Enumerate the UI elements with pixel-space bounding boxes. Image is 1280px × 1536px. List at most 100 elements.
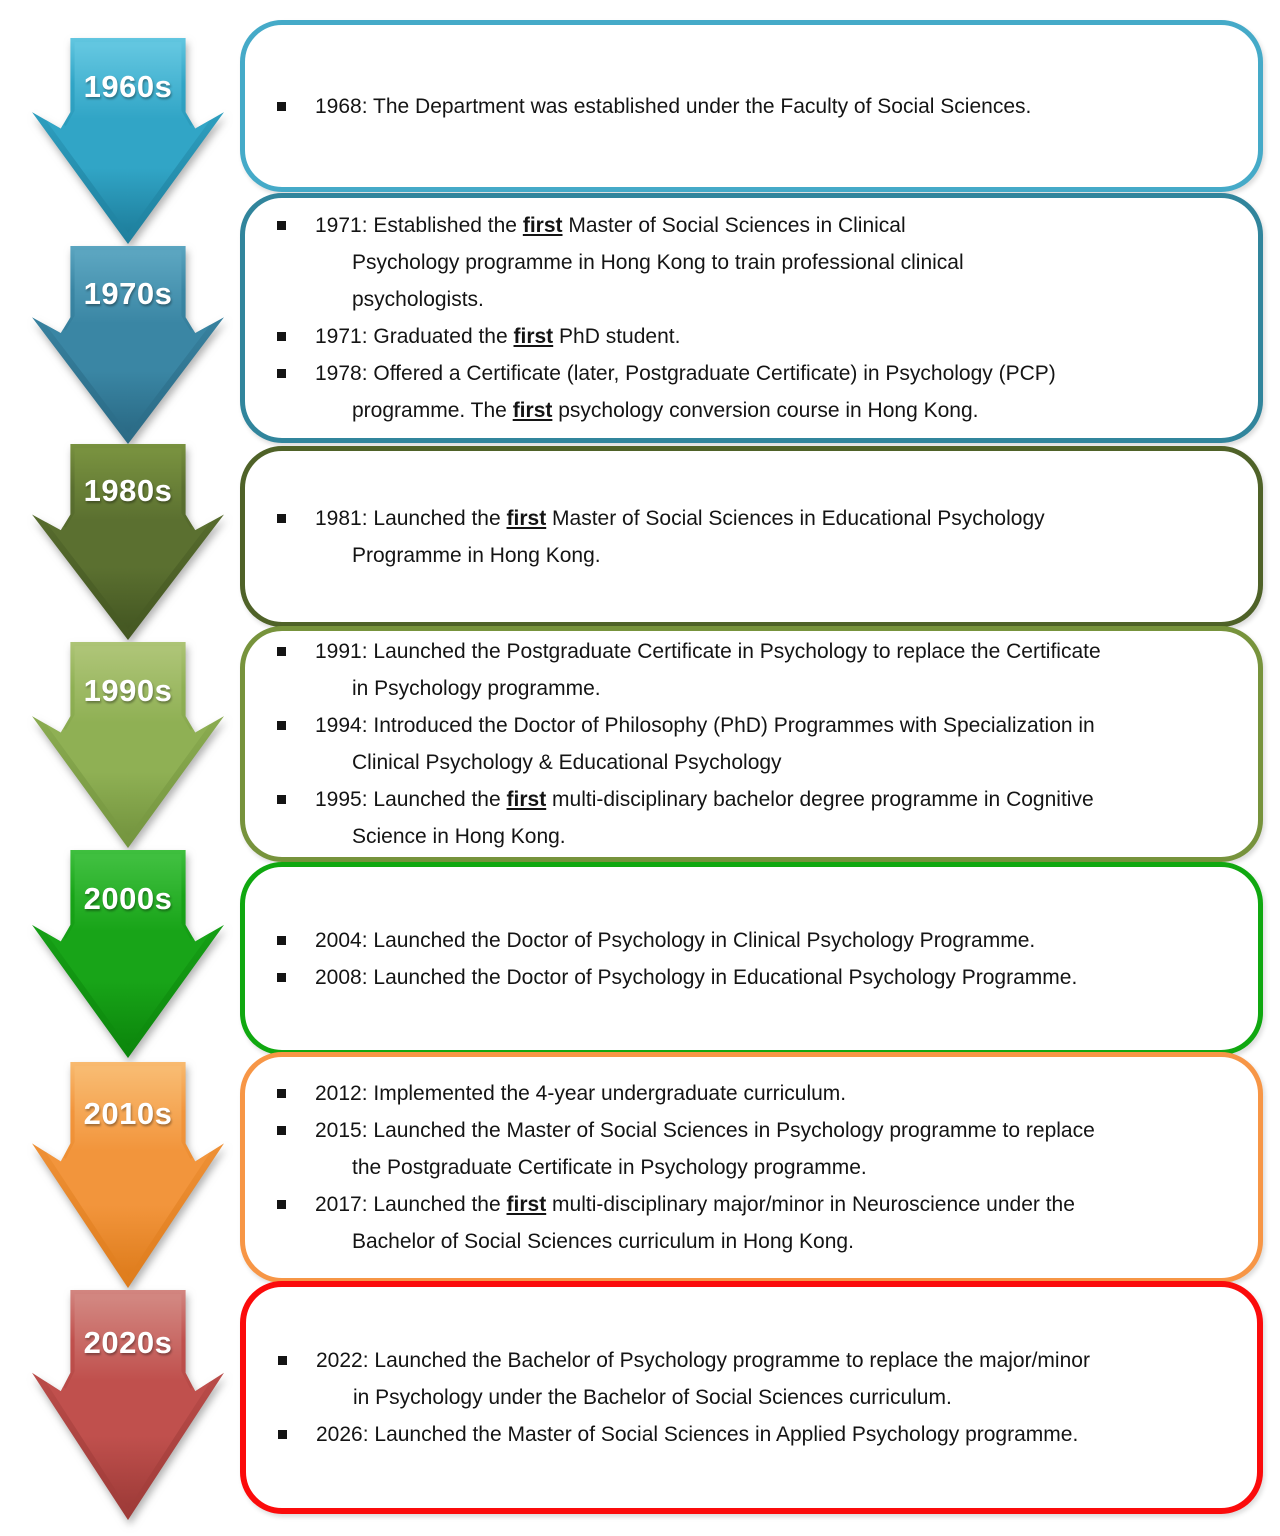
decade-arrow-1960s: 1960s — [32, 38, 224, 244]
entry-line-first: 2004: Launched the Doctor of Psychology … — [315, 922, 1035, 959]
event-list: 1981: Launched the first Master of Socia… — [245, 494, 1258, 580]
decade-box-1960s: 1968: The Department was established und… — [240, 20, 1263, 192]
decade-box-2020s: 2022: Launched the Bachelor of Psycholog… — [240, 1281, 1263, 1514]
bullet-square-icon — [277, 721, 286, 730]
decade-arrow-2000s: 2000s — [32, 850, 224, 1058]
entry-text: 2008: Launched the Doctor of Psychology … — [315, 959, 1077, 996]
entry-line-cont: Clinical Psychology & Educational Psycho… — [315, 744, 1095, 781]
bullet-square-icon — [277, 513, 286, 523]
entry-line-first: 2008: Launched the Doctor of Psychology … — [315, 959, 1077, 996]
entry-line-first: 2015: Launched the Master of Social Scie… — [315, 1112, 1095, 1149]
timeline-entry: 2012: Implemented the 4-year undergradua… — [277, 1075, 1224, 1112]
timeline-entry: 2004: Launched the Doctor of Psychology … — [277, 922, 1224, 959]
entry-segment: Programme in Hong Kong. — [352, 543, 601, 567]
entry-segment: 1995: Launched the — [315, 788, 507, 811]
entry-line-first: 1978: Offered a Certificate (later, Post… — [315, 355, 1056, 392]
decade-label: 1990s — [83, 672, 173, 708]
bullet-square-icon — [277, 972, 286, 982]
decade-label: 1960s — [83, 68, 173, 104]
timeline-entry: 1978: Offered a Certificate (later, Post… — [277, 355, 1224, 429]
bullet-square-icon — [277, 795, 286, 804]
bullet-square-icon — [277, 1126, 286, 1135]
entry-segment: PhD student. — [553, 325, 681, 348]
decade-arrow-1990s: 1990s — [32, 642, 224, 848]
entry-segment: multi-disciplinary major/minor in Neuros… — [546, 1193, 1075, 1216]
entry-line-cont: Bachelor of Social Sciences curriculum i… — [315, 1223, 1075, 1260]
entry-line-first: 1995: Launched the first multi-disciplin… — [315, 781, 1094, 818]
entry-line-first: 1994: Introduced the Doctor of Philosoph… — [315, 707, 1095, 744]
event-list: 1991: Launched the Postgraduate Certific… — [245, 627, 1258, 861]
entry-text: 2012: Implemented the 4-year undergradua… — [315, 1075, 846, 1112]
emphasized-first-text: first — [506, 506, 547, 530]
bullet-square-icon — [277, 221, 286, 230]
entry-segment: 1971: Graduated the — [315, 325, 514, 348]
entry-segment: 2017: Launched the — [315, 1193, 507, 1216]
entry-text: 2017: Launched the first multi-disciplin… — [315, 1186, 1075, 1260]
bullet-square-icon — [277, 647, 286, 656]
entry-segment: Clinical Psychology & Educational Psycho… — [352, 751, 782, 774]
decade-arrow-2020s: 2020s — [32, 1290, 224, 1520]
entry-segment: programme. The — [352, 399, 513, 422]
timeline-entry: 1994: Introduced the Doctor of Philosoph… — [277, 707, 1224, 781]
timeline-entry: 2026: Launched the Master of Social Scie… — [278, 1416, 1223, 1453]
bullet-square-icon — [277, 1089, 286, 1098]
bullet-square-icon — [278, 1430, 287, 1439]
event-list: 1971: Established the first Master of So… — [245, 201, 1258, 435]
decade-label: 2010s — [83, 1095, 173, 1131]
decade-arrow-1970s: 1970s — [32, 246, 224, 444]
entry-segment: 2026: Launched the Master of Social Scie… — [316, 1423, 1079, 1446]
bullet-square-icon — [277, 101, 286, 111]
entry-text: 1994: Introduced the Doctor of Philosoph… — [315, 707, 1095, 781]
entry-segment: 1971: Established the — [315, 214, 523, 237]
entry-segment: Master of Social Sciences in Educational… — [546, 506, 1045, 530]
entry-segment: Bachelor of Social Sciences curriculum i… — [352, 1230, 854, 1253]
emphasized-first-text: first — [506, 788, 547, 811]
entry-segment: Master of Social Sciences in Clinical — [562, 214, 906, 237]
emphasized-first-text: first — [513, 325, 554, 348]
entry-segment: 1991: Launched the Postgraduate Certific… — [315, 640, 1101, 663]
entry-line-cont: the Postgraduate Certificate in Psycholo… — [315, 1149, 1095, 1186]
entry-segment: 1981: Launched the — [315, 506, 507, 530]
entry-segment: 1978: Offered a Certificate (later, Post… — [315, 362, 1056, 385]
emphasized-first-text: first — [512, 399, 553, 422]
decade-box-1970s: 1971: Established the first Master of So… — [240, 193, 1263, 443]
bullet-square-icon — [277, 1200, 286, 1209]
entry-line-first: 1991: Launched the Postgraduate Certific… — [315, 633, 1101, 670]
entry-line-first: 2012: Implemented the 4-year undergradua… — [315, 1075, 846, 1112]
entry-segment: multi-disciplinary bachelor degree progr… — [546, 788, 1094, 811]
entry-text: 2022: Launched the Bachelor of Psycholog… — [316, 1342, 1090, 1416]
entry-line-cont: Science in Hong Kong. — [315, 818, 1094, 855]
decade-box-1990s: 1991: Launched the Postgraduate Certific… — [240, 626, 1263, 862]
timeline-entry: 1968: The Department was established und… — [277, 88, 1224, 125]
decade-label: 1970s — [83, 275, 173, 311]
entry-segment: 2008: Launched the Doctor of Psychology … — [315, 965, 1078, 989]
timeline-entry: 2022: Launched the Bachelor of Psycholog… — [278, 1342, 1223, 1416]
event-list: 1968: The Department was established und… — [245, 82, 1258, 131]
entry-line-cont: in Psychology programme. — [315, 670, 1101, 707]
entry-line-cont: Psychology programme in Hong Kong to tra… — [315, 244, 964, 281]
timeline-entry: 1995: Launched the first multi-disciplin… — [277, 781, 1224, 855]
bullet-square-icon — [277, 935, 286, 945]
entry-segment: 1994: Introduced the Doctor of Philosoph… — [315, 714, 1095, 737]
entry-line-cont: Programme in Hong Kong. — [315, 537, 1045, 574]
timeline-entry: 1971: Graduated the first PhD student. — [277, 318, 1224, 355]
decade-box-2010s: 2012: Implemented the 4-year undergradua… — [240, 1052, 1263, 1283]
entry-line-first: 2026: Launched the Master of Social Scie… — [316, 1416, 1078, 1453]
decade-label: 2000s — [83, 881, 173, 917]
entry-text: 1991: Launched the Postgraduate Certific… — [315, 633, 1101, 707]
entry-segment: in Psychology under the Bachelor of Soci… — [353, 1386, 952, 1409]
bullet-square-icon — [277, 332, 286, 341]
entry-segment: Psychology programme in Hong Kong to tra… — [352, 251, 964, 274]
entry-line-first: 1971: Established the first Master of So… — [315, 207, 964, 244]
timeline-entry: 1981: Launched the first Master of Socia… — [277, 500, 1224, 574]
decade-label: 2020s — [83, 1324, 173, 1360]
entry-segment: 2004: Launched the Doctor of Psychology … — [315, 928, 1036, 952]
entry-line-first: 1971: Graduated the first PhD student. — [315, 318, 680, 355]
entry-text: 1978: Offered a Certificate (later, Post… — [315, 355, 1056, 429]
emphasized-first-text: first — [506, 1193, 547, 1216]
timeline-entry: 2015: Launched the Master of Social Scie… — [277, 1112, 1224, 1186]
entry-segment: in Psychology programme. — [352, 677, 601, 700]
entry-line-cont: in Psychology under the Bachelor of Soci… — [316, 1379, 1090, 1416]
entry-segment: 1968: The Department was established und… — [315, 94, 1032, 118]
